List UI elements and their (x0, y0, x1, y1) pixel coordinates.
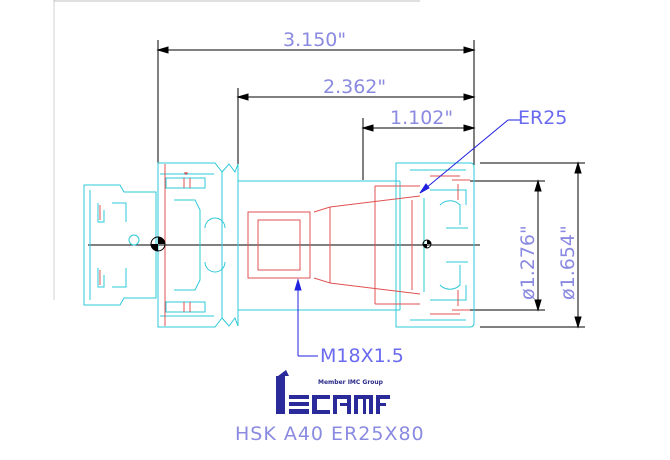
nut-diameter-label: ø1.654" (557, 225, 579, 300)
center-markers (150, 236, 432, 252)
callout-er25: ER25 (518, 107, 567, 129)
iscar-logo: Member IMC Group (276, 370, 390, 414)
dimension-bore-diameter (470, 179, 545, 312)
holder-outline (83, 162, 475, 328)
callout-er25-leader (419, 119, 520, 194)
part-title: HSK A40 ER25X80 (235, 423, 425, 445)
logo-tagline: Member IMC Group (318, 379, 384, 386)
dimension-nut-length (361, 118, 476, 180)
nut-length-label: 1.102" (390, 107, 453, 129)
gauge-length-label: 2.362" (323, 76, 386, 98)
centerlines (88, 230, 480, 258)
callout-thread-leader (294, 278, 318, 357)
bore-diameter-label: ø1.276" (517, 225, 539, 300)
overall-length-label: 3.150" (283, 29, 346, 51)
dimension-overall-length (156, 40, 476, 180)
dimension-gauge-length (236, 88, 476, 172)
dimension-nut-diameter (480, 161, 585, 329)
iscar-logo-mark (276, 370, 390, 414)
frame-corner (53, 0, 420, 2)
callout-m18x1-5: M18X1.5 (320, 345, 404, 367)
